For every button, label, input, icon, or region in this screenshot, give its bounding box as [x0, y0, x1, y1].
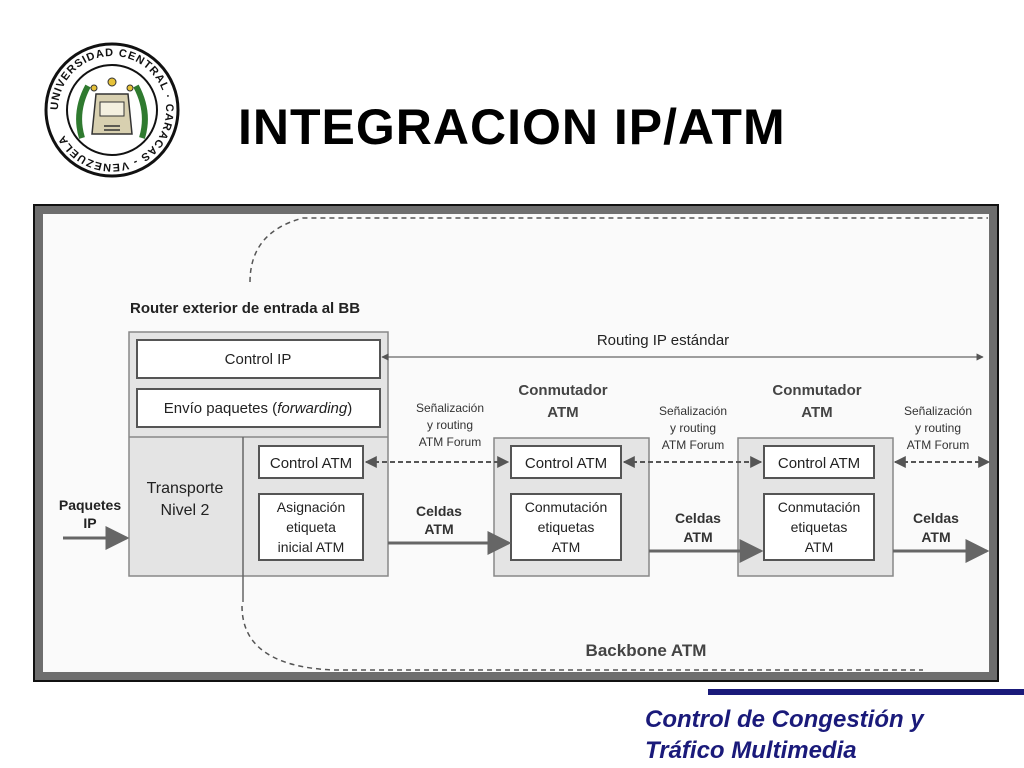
svg-text:Celdas: Celdas [913, 510, 959, 526]
senalizacion-label-2: Señalización y routing ATM Forum [659, 404, 727, 452]
svg-text:Señalización: Señalización [416, 401, 484, 415]
svg-text:Señalización: Señalización [904, 404, 972, 418]
footer-rule [708, 689, 1024, 695]
forwarding-label: Envío paquetes (forwarding) [164, 400, 352, 417]
backbone-label: Backbone ATM [586, 641, 707, 660]
footer-text: Control de Congestión y Tráfico Multimed… [645, 704, 1015, 766]
switch2-conmutacion-1: Conmutación [778, 499, 861, 515]
paquetes-label-2: IP [83, 515, 96, 531]
switch1-control-atm-label: Control ATM [525, 455, 607, 472]
celdas-label-1: Celdas ATM [416, 503, 462, 537]
senalizacion-label-3: Señalización y routing ATM Forum [904, 404, 972, 452]
svg-text:Celdas: Celdas [416, 503, 462, 519]
asignacion-label-2: etiqueta [286, 519, 336, 535]
switch1-title-1: Conmutador [518, 382, 607, 399]
switch2-title-1: Conmutador [772, 382, 861, 399]
svg-text:y routing: y routing [670, 421, 716, 435]
switch2-conmutacion-box [763, 493, 875, 561]
backbone-boundary [249, 217, 988, 283]
university-logo: UNIVERSIDAD CENTRAL · CARACAS - VENEZUEL… [44, 42, 180, 178]
slide-title: INTEGRACION IP/ATM [238, 99, 786, 155]
forwarding-box [136, 388, 381, 428]
switch1-control-atm-box [510, 445, 622, 479]
control-ip-label: Control IP [225, 351, 292, 368]
backbone-boundary-bottom [241, 605, 923, 671]
router-control-atm-box [258, 445, 364, 479]
switch1-conmutacion-1: Conmutación [525, 499, 608, 515]
asignacion-label-3: inicial ATM [278, 539, 345, 555]
svg-text:ATM Forum: ATM Forum [419, 435, 481, 449]
switch1-conmutacion-3: ATM [552, 539, 581, 555]
footer-line-1: Control de Congestión y [645, 706, 924, 733]
switch1-conmutacion-2: etiquetas [538, 519, 595, 535]
switch1-title-2: ATM [547, 404, 578, 421]
asignacion-box [258, 493, 364, 561]
svg-text:Celdas: Celdas [675, 510, 721, 526]
svg-text:y routing: y routing [427, 418, 473, 432]
switch2-title-2: ATM [801, 404, 832, 421]
celdas-label-3: Celdas ATM [913, 510, 959, 545]
senalizacion-label-1: Señalización y routing ATM Forum [416, 401, 484, 449]
svg-text:ATM: ATM [424, 521, 453, 537]
svg-text:ATM Forum: ATM Forum [907, 438, 969, 452]
footer-line-2: Tráfico Multimedia [645, 737, 857, 764]
router-title: Router exterior de entrada al BB [130, 300, 360, 317]
svg-text:ATM: ATM [683, 529, 712, 545]
diagram-svg: Router exterior de entrada al BB Control… [59, 217, 991, 671]
ip-atm-diagram: Router exterior de entrada al BB Control… [33, 204, 999, 682]
university-seal-icon: UNIVERSIDAD CENTRAL · CARACAS - VENEZUEL… [44, 42, 180, 178]
switch2-control-atm-label: Control ATM [778, 455, 860, 472]
svg-text:ATM Forum: ATM Forum [662, 438, 724, 452]
routing-ip-label: Routing IP estándar [597, 332, 729, 349]
asignacion-label-1: Asignación [277, 499, 346, 515]
svg-text:y routing: y routing [915, 421, 961, 435]
switch2-conmutacion-2: etiquetas [791, 519, 848, 535]
paquetes-label-1: Paquetes [59, 497, 121, 513]
transporte-label-2: Nivel 2 [161, 502, 210, 519]
diagram-canvas: Router exterior de entrada al BB Control… [43, 214, 991, 672]
celdas-label-2: Celdas ATM [675, 510, 721, 545]
router-control-atm-label: Control ATM [270, 455, 352, 472]
svg-text:Señalización: Señalización [659, 404, 727, 418]
switch2-control-atm-box [763, 445, 875, 479]
switch1-conmutacion-box [510, 493, 622, 561]
svg-text:ATM: ATM [921, 529, 950, 545]
transporte-label-1: Transporte [147, 480, 224, 497]
control-ip-box [136, 339, 381, 379]
switch2-conmutacion-3: ATM [805, 539, 834, 555]
